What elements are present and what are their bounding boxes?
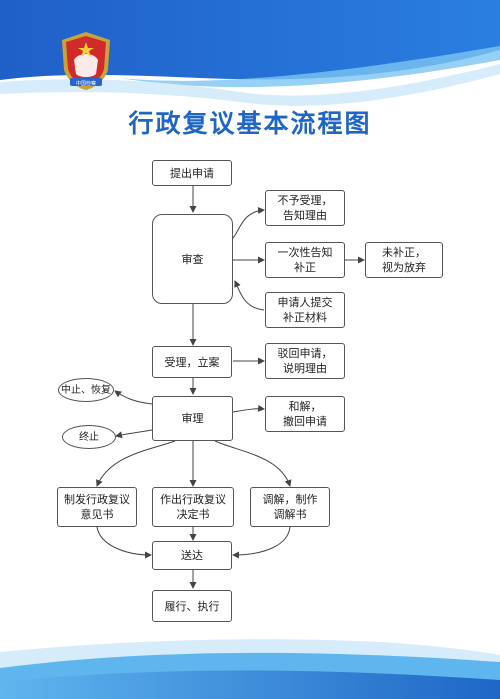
node-reject: 不予受理， 告知理由 (265, 190, 345, 226)
node-terminate: 终止 (62, 425, 116, 449)
node-suspend: 中止、恢复 (58, 378, 114, 402)
node-decision: 作出行政复议 决定书 (152, 487, 234, 527)
node-submit-materials: 申请人提交 补正材料 (265, 292, 345, 328)
arrow-review-reject (232, 207, 265, 239)
arrow-hearing-settle (232, 404, 265, 413)
procuratorate-emblem-icon (62, 32, 110, 90)
node-execute: 履行、执行 (152, 590, 232, 622)
node-opinion: 制发行政复议 意见书 (57, 487, 137, 527)
node-not-corrected: 未补正， 视为放弃 (365, 242, 443, 278)
node-deliver: 送达 (152, 541, 232, 570)
arrow-opinion-deliver (96, 526, 152, 559)
node-mediation: 调解，制作 调解书 (250, 487, 330, 527)
node-review: 审查 (152, 214, 233, 304)
node-settle: 和解， 撤回申请 (265, 396, 345, 432)
bottom-wave (0, 670, 500, 699)
arrow-hearing-suspend (114, 390, 153, 405)
arrow-hearing-opinion (96, 440, 176, 487)
node-submit: 提出申请 (152, 160, 232, 186)
arrow-hearing-mediation (214, 440, 292, 487)
arrow-materials-review (234, 280, 265, 311)
node-notice-correct: 一次性告知 补正 (265, 242, 345, 278)
node-hearing: 审理 (152, 396, 233, 441)
arrow-hearing-terminate (115, 429, 153, 439)
node-accept: 受理，立案 (152, 346, 232, 378)
emblem-caption: 中国检察 (75, 81, 96, 87)
node-dismiss: 驳回申请， 说明理由 (265, 343, 345, 379)
arrow-mediation-deliver (232, 526, 291, 559)
top-wave (0, 0, 500, 80)
top-wave-pale (0, 64, 500, 106)
page-title: 行政复议基本流程图 (128, 109, 372, 138)
